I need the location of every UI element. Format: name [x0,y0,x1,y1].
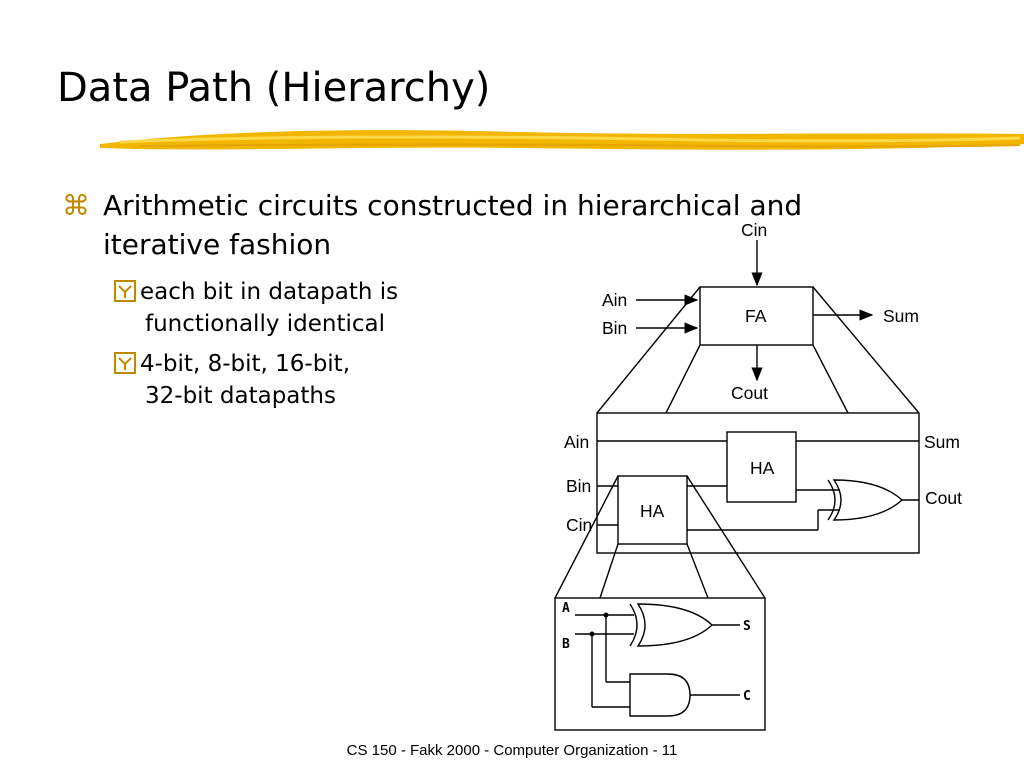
fa-bin-label: Bin [602,318,627,338]
bullet-command-icon: ⌘ [62,189,90,222]
subbullet-1-line1: each bit in datapath is [140,279,399,305]
fa-cin-label: Cin [741,220,767,240]
ha-block-1 [726,431,797,503]
subbullet-1: each bit in datapath is functionally ide… [114,276,398,340]
half-adder-b-label: B [562,637,570,652]
half-adder-s-label: S [743,619,751,634]
ha-2-label: HA [640,501,665,521]
fa-cout-label: Cout [731,383,768,403]
half-adder-c-label: C [743,689,751,704]
fa-ain-label: Ain [602,290,627,310]
main-bullet-line2: iterative fashion [103,228,332,261]
slide-footer: CS 150 - Fakk 2000 - Computer Organizati… [346,742,678,759]
ha-block-2 [617,475,688,545]
slide-title: Data Path (Hierarchy) [57,65,491,111]
main-bullet-line1: Arithmetic circuits constructed in hiera… [103,189,803,222]
checkbox-bullet-icon [114,280,136,302]
or-gate-mid [832,479,904,521]
fa-label: FA [745,306,767,326]
mid-bin-label: Bin [566,476,591,496]
xor-gate [636,603,714,647]
subbullet-1-line2: functionally identical [145,311,386,337]
subbullet-2: 4-bit, 8-bit, 16-bit, 32-bit datapaths [114,348,350,412]
mid-full-adder-box [596,412,920,554]
mid-cout-label: Cout [925,488,962,508]
fa-sum-label: Sum [883,306,919,326]
ha-1-label: HA [750,458,775,478]
checkbox-bullet-icon [114,352,136,374]
subbullet-2-line1: 4-bit, 8-bit, 16-bit, [140,351,351,377]
subbullet-2-line2: 32-bit datapaths [145,383,336,409]
half-adder-detail-box [554,597,766,731]
half-adder-a-label: A [562,601,570,616]
mid-cin-label: Cin [566,515,592,535]
and-gate [629,673,691,717]
mid-sum-label: Sum [924,432,960,452]
title-underline-brush [100,130,1024,150]
mid-ain-label: Ain [564,432,589,452]
main-bullet-text: Arithmetic circuits constructed in hiera… [103,186,933,264]
